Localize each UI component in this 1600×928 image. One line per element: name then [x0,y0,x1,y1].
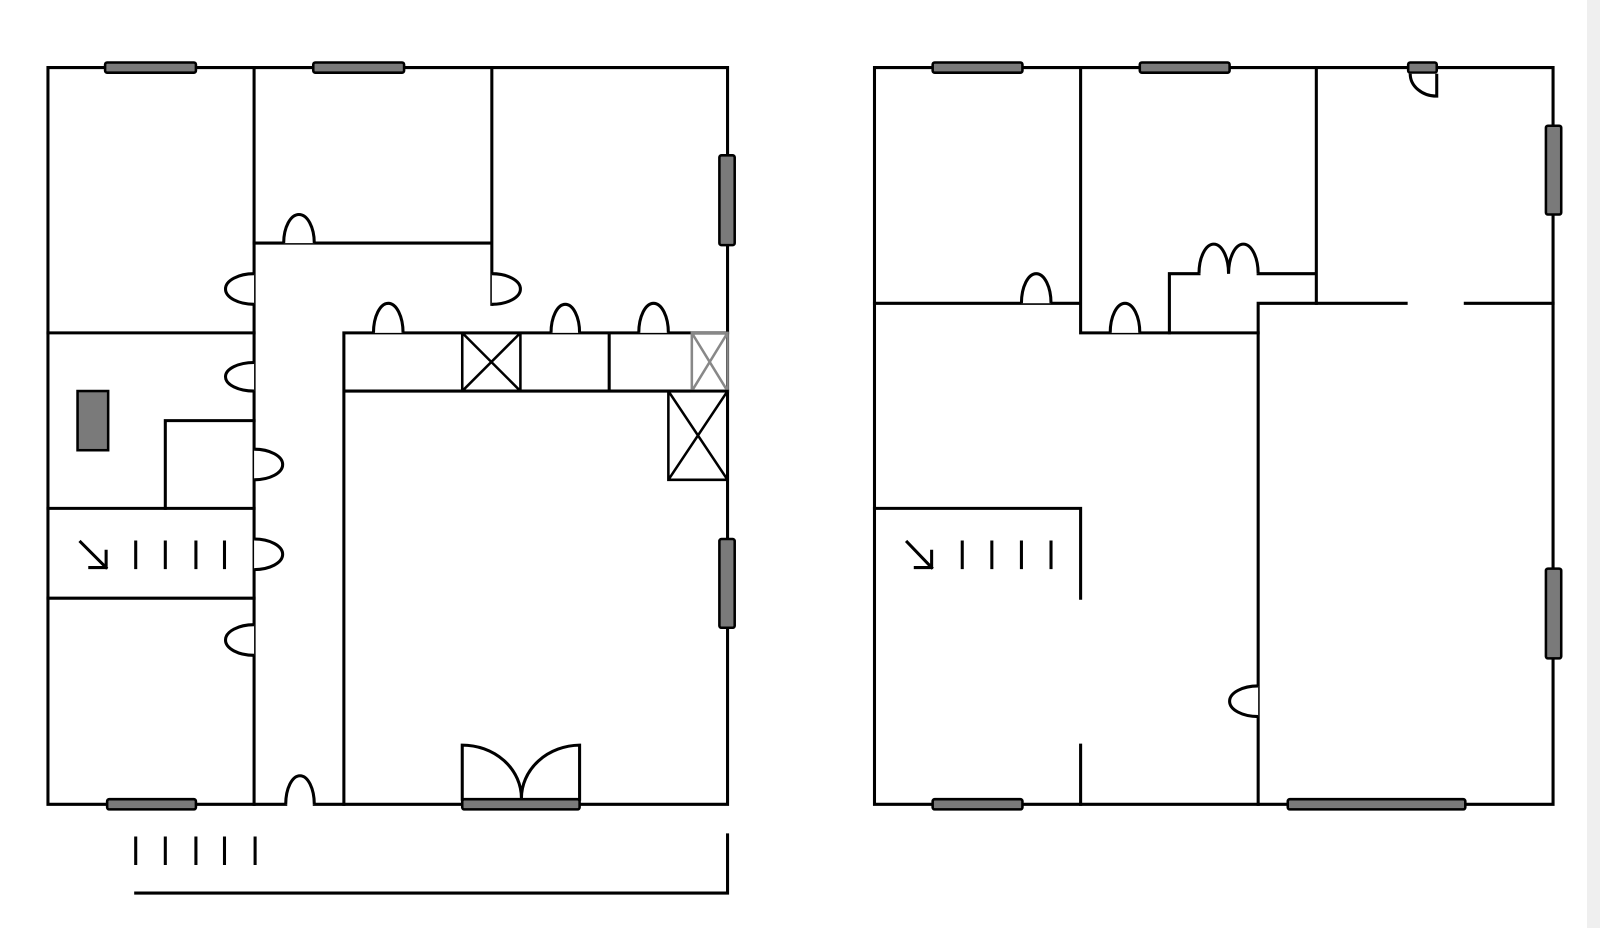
window [1544,567,1563,660]
shaft-x [667,389,729,482]
door-arc [282,213,316,244]
door-arc [224,272,255,306]
stairs [904,539,1053,570]
door-arc [224,360,255,393]
door-arc [224,623,255,657]
stairs-arrow-icon [904,539,934,570]
stairs-arrow-icon [78,539,109,570]
doors [1019,73,1439,719]
window [718,537,736,630]
shaft-x [690,331,729,393]
fireplace [76,389,110,452]
window [103,61,198,74]
shafts [460,331,729,482]
door-arc [1227,242,1260,274]
door-arc [1019,272,1053,304]
floor-plan-left [46,61,736,895]
door-arc [254,537,285,572]
double-door [460,743,582,801]
door-arc [491,272,522,306]
floor-plan-right [872,61,1563,811]
door-arc [254,447,285,482]
window [1138,61,1231,74]
window [931,797,1024,811]
door-arc [637,301,670,333]
window [718,154,736,247]
walls [872,66,1555,806]
door-arc [371,301,405,333]
door-arc [1108,301,1142,333]
window [460,797,581,811]
window [931,61,1024,74]
walls [46,66,730,895]
door-arc [1408,73,1439,98]
door-arc [1228,684,1259,719]
window [105,797,198,811]
outside-steps [134,836,257,866]
window [1406,61,1439,74]
windows [103,61,736,811]
window [1286,797,1467,811]
stairs [78,539,227,570]
windows [931,61,1563,811]
window [1544,124,1563,216]
door-arc [284,774,316,805]
shaft-x [460,331,522,393]
doors [224,213,670,805]
window [311,61,406,74]
page-edge-strip [1587,0,1600,928]
door-arc [549,302,582,333]
door-arc [1197,242,1231,274]
